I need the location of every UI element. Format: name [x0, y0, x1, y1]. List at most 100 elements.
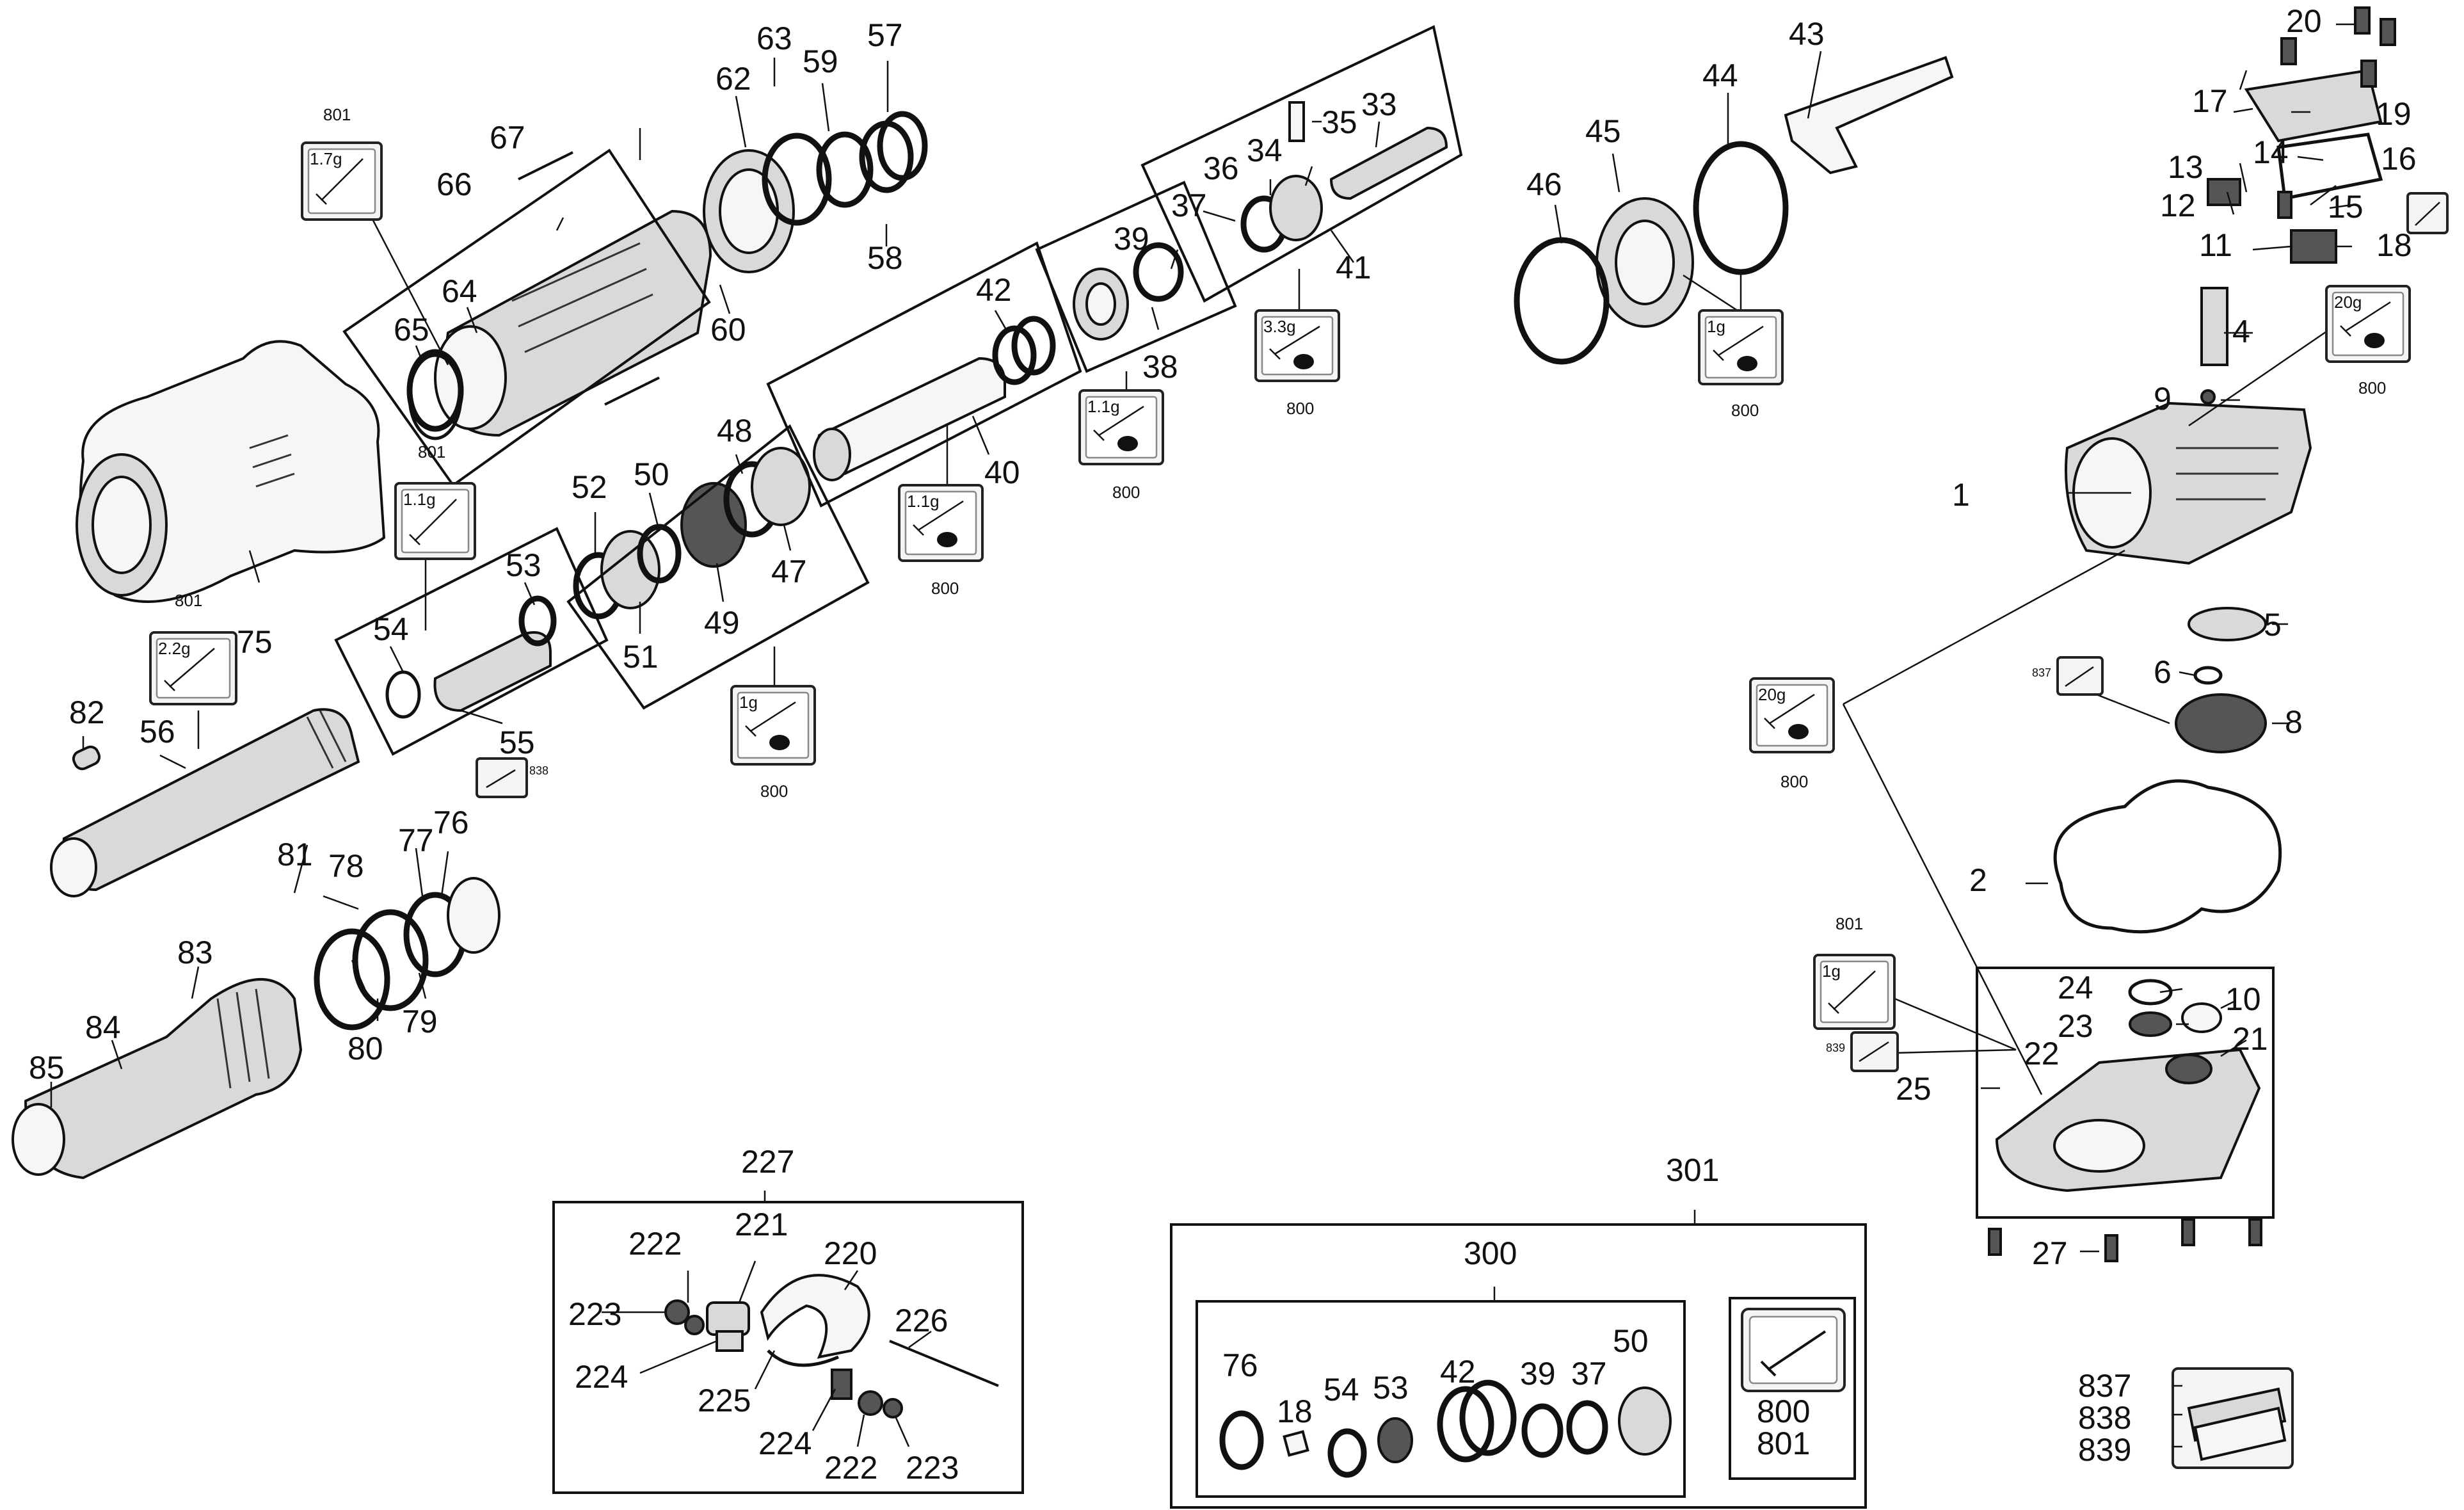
svg-text:27: 27 — [2032, 1235, 2068, 1271]
svg-text:58: 58 — [867, 240, 903, 276]
svg-text:3.3g: 3.3g — [1263, 317, 1296, 336]
svg-text:22: 22 — [2024, 1036, 2060, 1072]
grease-ref-g2: 801 — [418, 442, 445, 462]
part-837-839-pads — [2172, 1367, 2294, 1469]
grease-box-g7: 1.1g — [1078, 389, 1164, 465]
svg-text:4: 4 — [2232, 314, 2250, 349]
grease-ref-g1: 801 — [323, 105, 351, 124]
svg-text:6: 6 — [2154, 654, 2172, 690]
svg-text:23: 23 — [2058, 1008, 2093, 1044]
svg-text:42: 42 — [976, 272, 1012, 308]
svg-text:839: 839 — [2078, 1432, 2131, 1468]
svg-text:59: 59 — [803, 44, 838, 79]
svg-text:42: 42 — [1440, 1354, 1476, 1390]
svg-text:1.1g: 1.1g — [907, 492, 940, 511]
grease-ref-g6: 800 — [931, 579, 959, 598]
part-67b-pin — [604, 376, 660, 406]
part-27-screws — [1988, 1218, 2262, 1262]
svg-text:25: 25 — [1896, 1071, 1932, 1107]
svg-text:21: 21 — [2232, 1021, 2268, 1057]
svg-text:75: 75 — [237, 624, 273, 660]
svg-text:67: 67 — [490, 120, 525, 156]
svg-text:223: 223 — [906, 1450, 959, 1486]
part-75-housing — [76, 340, 386, 603]
svg-text:221: 221 — [735, 1207, 788, 1242]
svg-text:57: 57 — [867, 17, 903, 53]
callout-labels: 1 2 4 5 6 8 9 10 11 12 13 14 15 16 17 18… — [29, 3, 2417, 1486]
svg-text:20g: 20g — [2334, 293, 2362, 312]
svg-text:50: 50 — [1613, 1323, 1649, 1359]
svg-text:55: 55 — [499, 725, 535, 760]
grease-box-g4: 838 — [476, 757, 548, 798]
grease-box-g9: 1g — [1698, 309, 1784, 385]
svg-text:81: 81 — [277, 837, 313, 872]
grease-symbol-kit — [1741, 1308, 1846, 1392]
svg-text:54: 54 — [1324, 1372, 1359, 1408]
svg-text:43: 43 — [1789, 16, 1825, 52]
part-35-pin — [1288, 101, 1305, 142]
svg-text:301: 301 — [1666, 1152, 1719, 1188]
svg-text:12: 12 — [2160, 188, 2196, 223]
grease-box-g1: 1.7g — [301, 141, 383, 221]
svg-text:53: 53 — [1373, 1370, 1409, 1406]
svg-text:24: 24 — [2058, 970, 2093, 1006]
svg-text:2.2g: 2.2g — [158, 639, 191, 658]
svg-text:65: 65 — [394, 312, 429, 348]
svg-text:801: 801 — [1757, 1426, 1810, 1461]
svg-text:1g: 1g — [739, 693, 758, 712]
kit-box-301 — [1170, 1223, 1867, 1509]
svg-text:227: 227 — [741, 1144, 794, 1180]
part-40-42-piston — [813, 316, 1056, 481]
grease-ref-g10: 800 — [2358, 378, 2386, 398]
group-box-41 — [1140, 25, 1463, 303]
svg-text:10: 10 — [2225, 981, 2261, 1017]
svg-text:82: 82 — [69, 695, 105, 730]
svg-text:48: 48 — [717, 413, 753, 449]
svg-text:19: 19 — [2376, 96, 2412, 132]
svg-text:8: 8 — [2285, 704, 2303, 740]
svg-text:83: 83 — [177, 935, 213, 970]
svg-text:85: 85 — [29, 1050, 65, 1086]
svg-text:37: 37 — [1571, 1356, 1607, 1392]
svg-text:35: 35 — [1322, 104, 1357, 140]
svg-text:18: 18 — [2376, 227, 2412, 263]
grease-box-g13: 20g — [1749, 677, 1835, 753]
grease-box-g3: 2.2g — [149, 631, 237, 705]
svg-text:39: 39 — [1520, 1356, 1556, 1392]
svg-text:11: 11 — [2199, 227, 2232, 263]
svg-text:14: 14 — [2253, 134, 2289, 170]
part-62-63-57-58-59-rings — [703, 111, 928, 273]
part-56-spindle — [50, 708, 360, 897]
grease-box-g11 — [2406, 192, 2449, 234]
svg-text:20: 20 — [2286, 3, 2322, 39]
svg-text:222: 222 — [628, 1226, 682, 1262]
svg-text:62: 62 — [716, 61, 751, 97]
svg-text:76: 76 — [433, 805, 469, 840]
svg-text:52: 52 — [572, 469, 607, 505]
part-76-81-ring-group — [314, 877, 500, 1031]
svg-text:53: 53 — [506, 547, 541, 583]
svg-text:1g: 1g — [1707, 317, 1725, 336]
svg-text:66: 66 — [436, 166, 472, 202]
svg-text:1.1g: 1.1g — [1087, 397, 1120, 416]
grease-ref-g7: 800 — [1112, 483, 1140, 502]
part-38-39 — [1073, 242, 1184, 341]
group-box-47 — [566, 424, 870, 710]
svg-text:50: 50 — [634, 456, 669, 492]
svg-text:220: 220 — [824, 1235, 877, 1271]
svg-text:226: 226 — [895, 1303, 948, 1338]
svg-text:63: 63 — [756, 20, 792, 56]
svg-text:78: 78 — [328, 848, 364, 884]
kit-box-227 — [552, 1201, 1024, 1494]
svg-text:37: 37 — [1171, 188, 1207, 223]
grease-ref-g8: 800 — [1286, 399, 1314, 418]
group-box-40 — [766, 241, 1082, 508]
svg-text:5: 5 — [2264, 607, 2282, 643]
svg-text:76: 76 — [1222, 1347, 1258, 1383]
svg-text:837: 837 — [2078, 1368, 2131, 1404]
svg-text:34: 34 — [1247, 133, 1283, 168]
part-47-52-ram-group — [573, 447, 811, 620]
group-box-66 — [342, 149, 711, 487]
kit-box-800-801 — [1729, 1297, 1856, 1480]
part-2-gasket — [2053, 779, 2282, 934]
